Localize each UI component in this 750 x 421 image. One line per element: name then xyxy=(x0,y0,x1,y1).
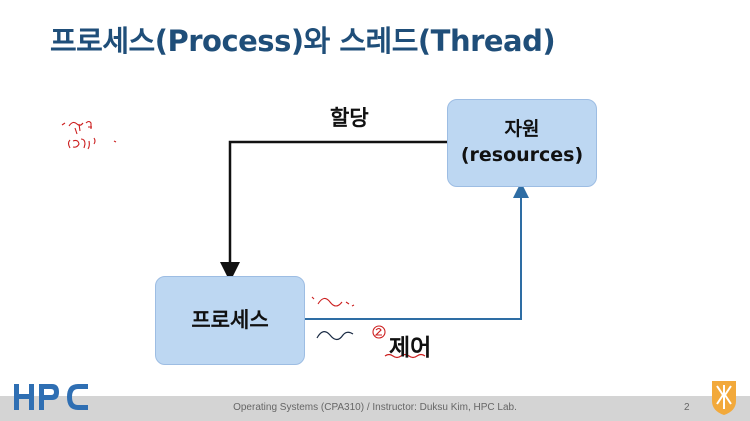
university-emblem-icon xyxy=(712,381,736,415)
slide-title: 프로세스(Process)와 스레드(Thread) xyxy=(50,24,556,58)
process-box-label: 프로세스 xyxy=(191,308,269,333)
handwritten-squiggle-red xyxy=(311,296,355,307)
resource-box: 자원 (resources) xyxy=(447,99,597,187)
page-number: 2 xyxy=(684,402,690,413)
allocate-arrow xyxy=(220,140,447,282)
control-arrow xyxy=(303,182,529,320)
handwritten-annotation-left xyxy=(61,120,117,150)
footer-course-info: Operating Systems (CPA310) / Instructor:… xyxy=(233,402,517,413)
handwritten-underline xyxy=(384,353,426,359)
hpc-lab-logo xyxy=(14,384,88,410)
resource-box-subtitle: (resources) xyxy=(460,144,584,166)
control-label: 제어 xyxy=(389,335,432,361)
slide-footer: Operating Systems (CPA310) / Instructor:… xyxy=(0,396,750,421)
resource-box-title: 자원 xyxy=(504,118,540,141)
allocate-label: 할당 xyxy=(330,106,369,130)
handwritten-circle-2 xyxy=(372,325,386,339)
process-box: 프로세스 xyxy=(155,276,305,365)
handwritten-squiggle-dark xyxy=(316,331,354,341)
